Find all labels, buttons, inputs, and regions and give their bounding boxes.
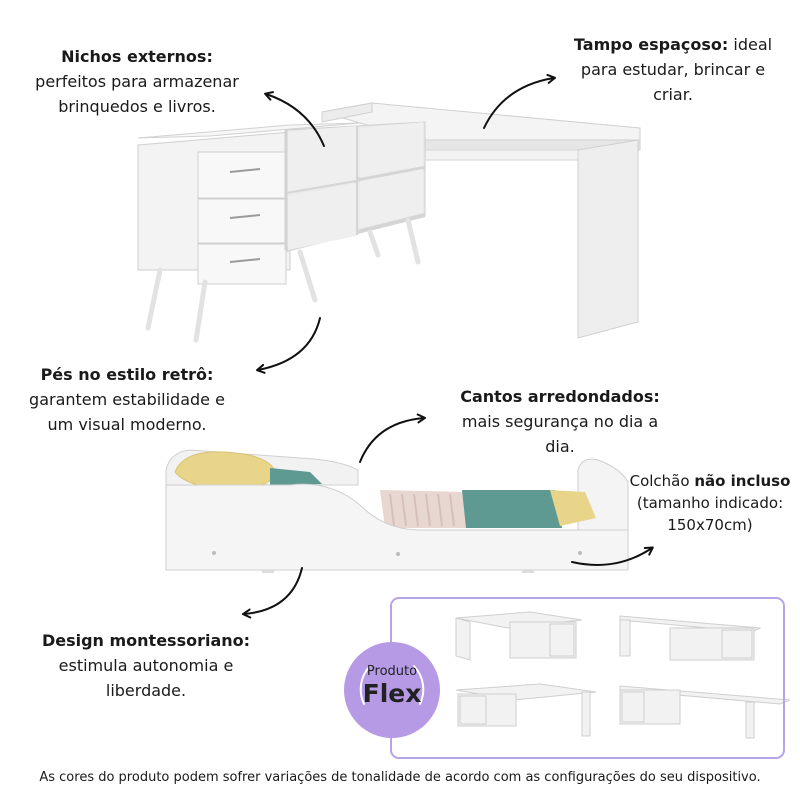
color-disclaimer: As cores do produto podem sofrer variaçõ… (39, 770, 761, 785)
callout-cantos-line2: dia. (545, 437, 575, 456)
callout-tampo-line2: criar. (653, 85, 693, 104)
produto-flex-badge: Produto Flex (344, 642, 440, 738)
callout-nichos-line1: perfeitos para armazenar (35, 72, 239, 91)
callout-tampo-line1: para estudar, brincar e (580, 60, 766, 79)
callout-design-title: Design montessoriano: (41, 631, 251, 650)
badge-ring-icon (359, 665, 425, 705)
callout-pes-line1: garantem estabilidade e (29, 390, 225, 409)
callout-cantos-line1: mais segurança no dia a (461, 412, 659, 431)
callout-cantos-title: Cantos arredondados: (460, 387, 660, 406)
callout-pes-title: Pés no estilo retrô: (40, 365, 214, 384)
callout-nichos: Nichos externos: perfeitos para armazena… (12, 44, 262, 119)
callout-tampo: Tampo espaçoso: ideal para estudar, brin… (555, 32, 791, 107)
callout-design: Design montessoriano: estimula autonomia… (16, 628, 276, 703)
callout-pes-line2: um visual moderno. (47, 415, 207, 434)
callout-colchao-bold: não incluso (694, 472, 791, 490)
montessori-bed (165, 449, 629, 573)
arrow-nichos (264, 91, 325, 147)
callout-nichos-title: Nichos externos: (61, 47, 213, 66)
callout-arrows (242, 74, 654, 619)
arrow-pes (256, 317, 321, 374)
callout-colchao-line2: 150x70cm) (667, 516, 753, 534)
callout-tampo-title-rest: ideal (728, 35, 773, 54)
arrow-design (242, 567, 303, 619)
callout-colchao: Colchão não incluso (tamanho indicado: 1… (622, 470, 798, 536)
badge-line2: Flex (362, 679, 422, 708)
callout-design-line2: liberdade. (105, 681, 187, 700)
callout-nichos-line2: brinquedos e livros. (58, 97, 216, 116)
badge-line1: Produto (366, 664, 418, 679)
callout-cantos: Cantos arredondados: mais segurança no d… (438, 384, 682, 459)
arrow-tampo (483, 74, 556, 129)
flex-configurations-box (390, 597, 785, 759)
callout-tampo-title: Tampo espaçoso: (573, 35, 729, 54)
arrow-cantos (359, 413, 426, 463)
callout-pes: Pés no estilo retrô: garantem estabilida… (4, 362, 250, 437)
flex-configurations (455, 611, 791, 739)
arrow-colchao (571, 546, 654, 566)
callout-colchao-line1: (tamanho indicado: (636, 494, 784, 512)
callout-colchao-prefix: Colchão (629, 472, 695, 490)
callout-design-line1: estimula autonomia e (58, 656, 234, 675)
l-shaped-desk (137, 102, 641, 343)
